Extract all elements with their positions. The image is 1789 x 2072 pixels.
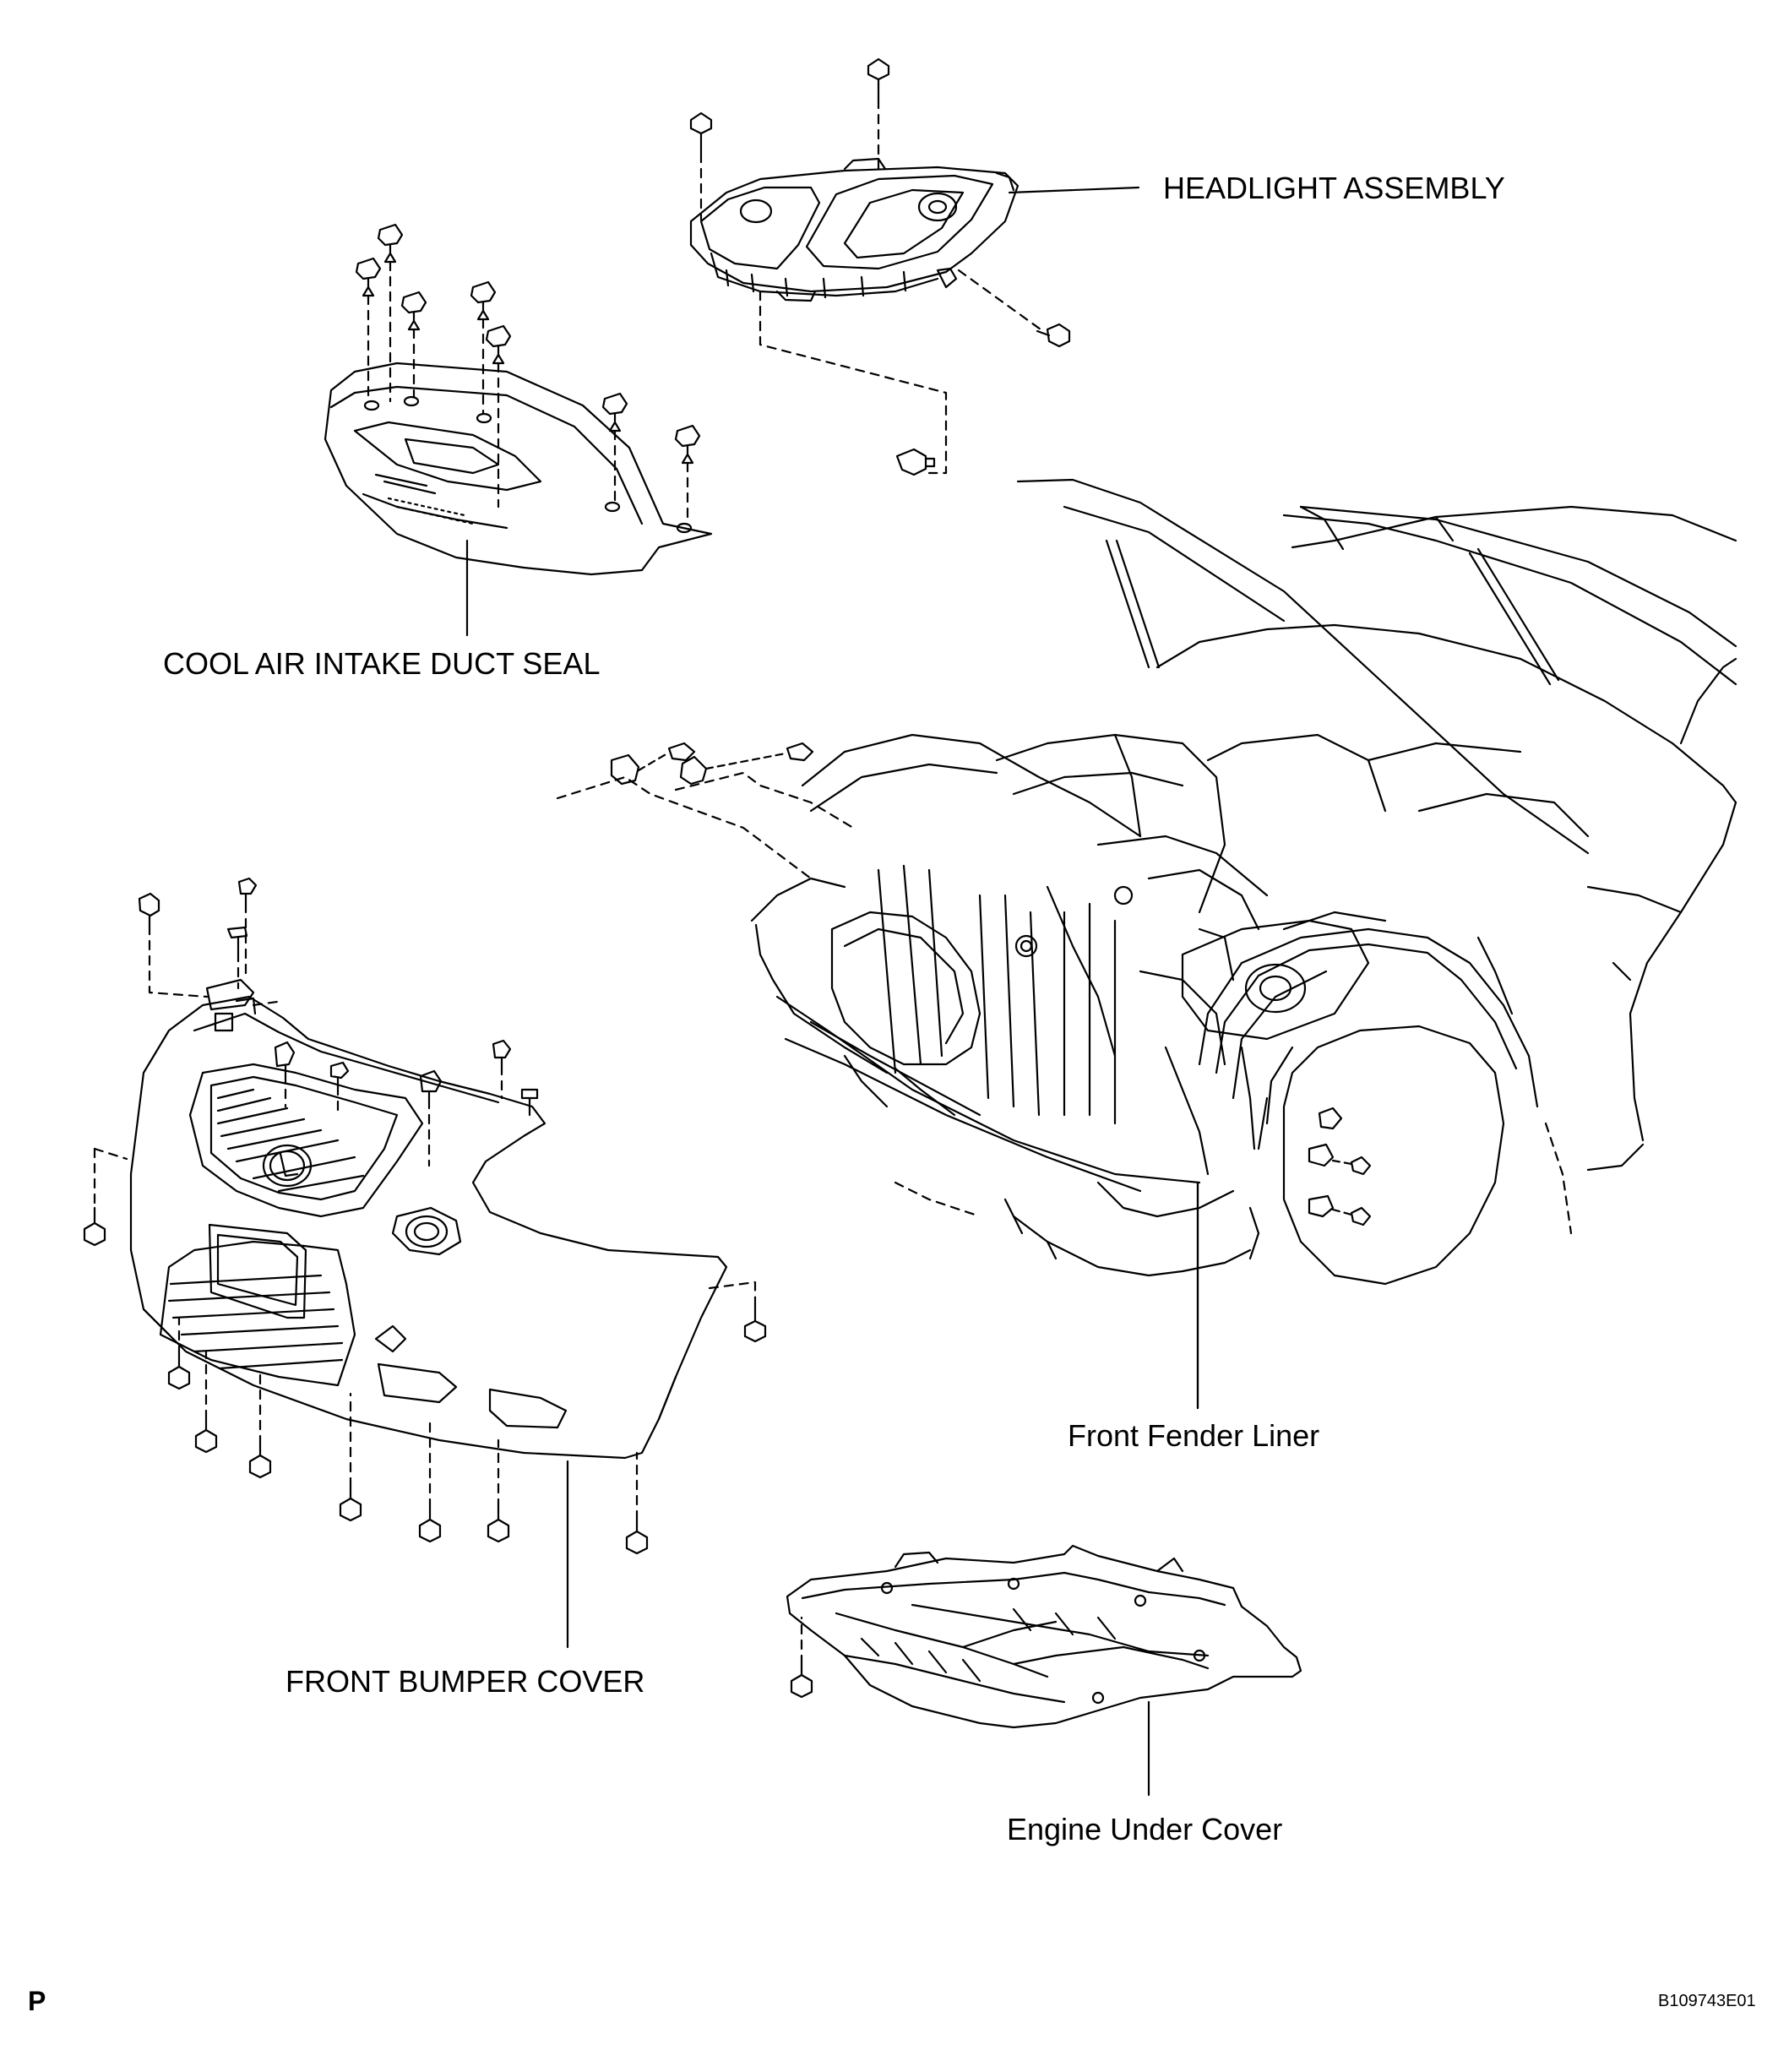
corner-mark-left: P: [28, 1986, 46, 2016]
headlight-assembly-drawing: [689, 57, 1140, 476]
front-bumper-cover-label: FRONT BUMPER COVER: [285, 1664, 644, 1699]
cool-air-intake-duct-seal-label: COOL AIR INTAKE DUCT SEAL: [163, 646, 600, 681]
front-bumper-cover-drawing: [83, 877, 767, 1649]
headlight-assembly-label: HEADLIGHT ASSEMBLY: [1163, 171, 1505, 205]
cool-air-intake-duct-seal-drawing: [324, 223, 713, 637]
figure-code: B109743E01: [1658, 1992, 1756, 2010]
front-fender-liner-label: Front Fender Liner: [1068, 1418, 1319, 1453]
vehicle-front-body-drawing: [556, 478, 1737, 1410]
engine-under-cover-label: Engine Under Cover: [1007, 1812, 1282, 1846]
engine-under-cover-drawing: [786, 1544, 1302, 1797]
